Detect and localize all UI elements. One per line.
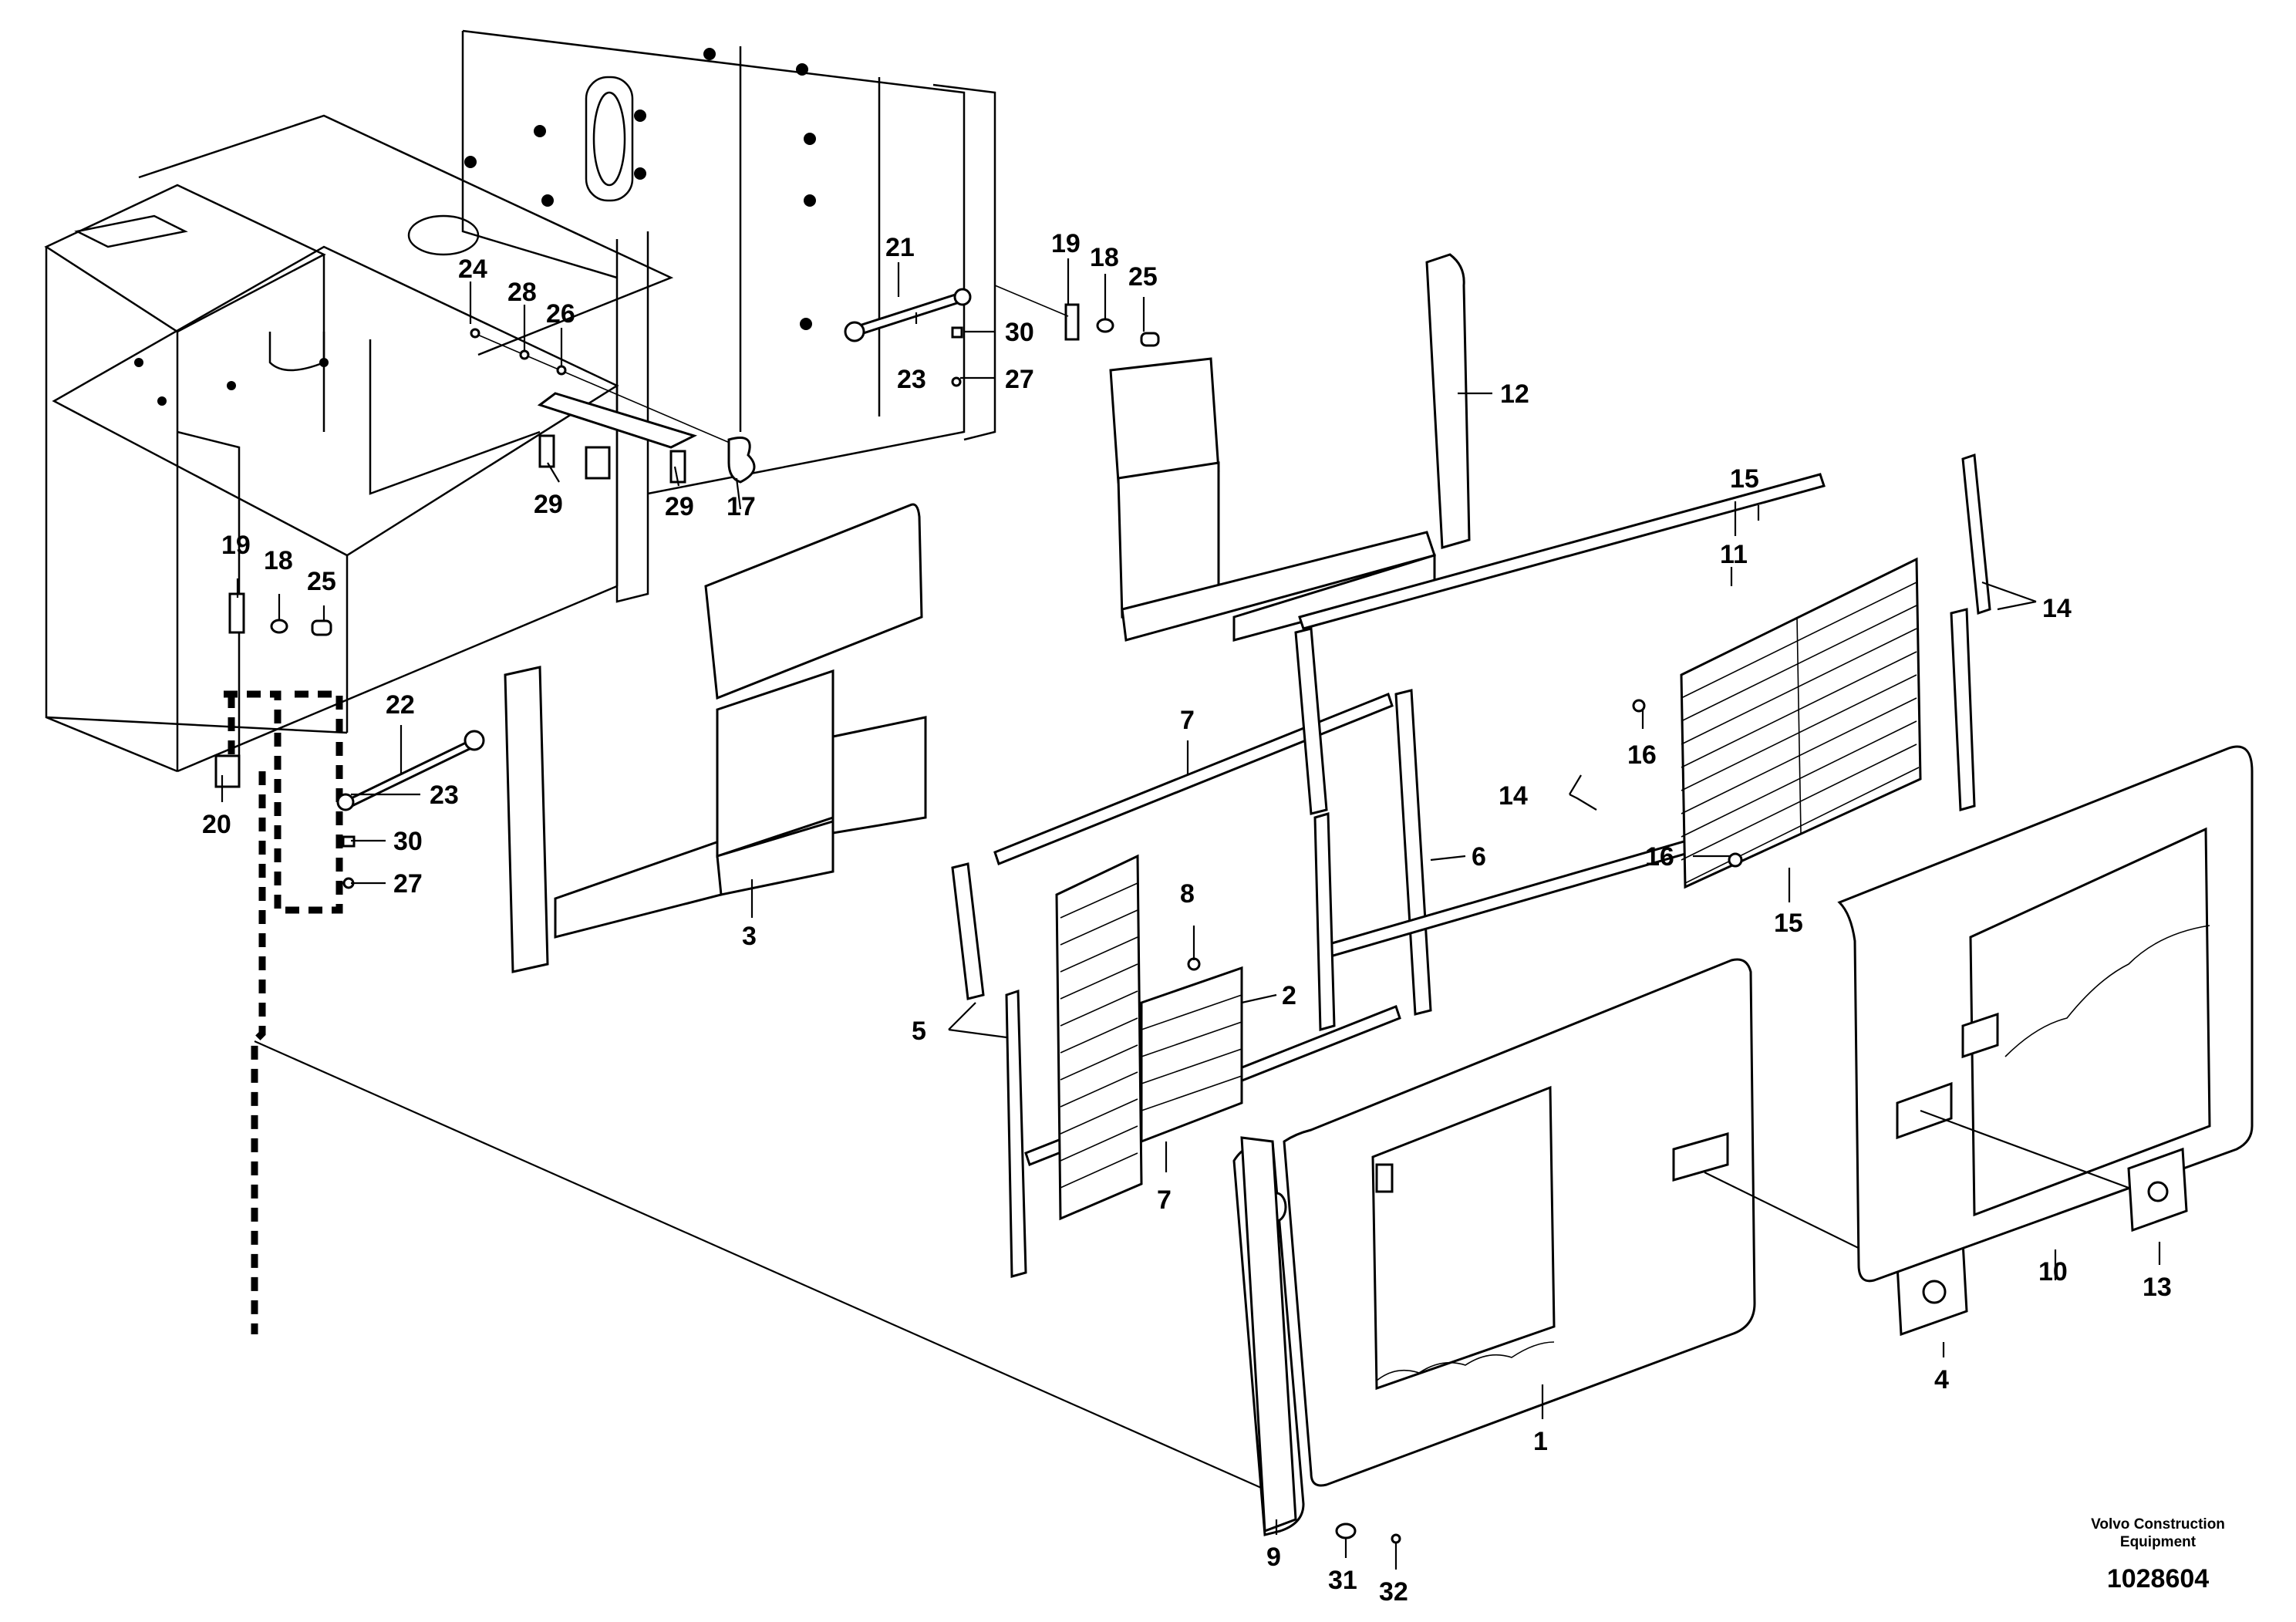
part-12-insulation-panel: [1109, 253, 1471, 642]
hinge-connection-dashed: [224, 690, 343, 1334]
callout-13: 13: [2143, 1273, 2172, 1302]
callout-22: 22: [386, 690, 415, 720]
callout-7b: 7: [1157, 1185, 1172, 1215]
callout-28: 28: [507, 278, 537, 307]
callout-29b: 29: [665, 492, 694, 521]
callout-12: 12: [1500, 379, 1529, 409]
brand-line-1: Volvo Construction: [2091, 1516, 2225, 1533]
callout-labels: 24 28 26 29 29 17 21 30 23 27 19 18 25 1…: [202, 229, 2172, 1607]
callout-19a: 19: [1051, 229, 1081, 258]
callout-5: 5: [912, 1017, 926, 1046]
callout-21: 21: [885, 233, 915, 262]
leader-lines: [221, 258, 2161, 1570]
callout-3: 3: [742, 922, 757, 951]
callout-23a: 23: [897, 365, 926, 394]
callout-16b: 16: [1645, 842, 1674, 872]
hinge-connection-line: [254, 1040, 1281, 1498]
callout-4: 4: [1934, 1365, 1949, 1394]
callout-32: 32: [1379, 1577, 1408, 1607]
part-13-latch: [1920, 1109, 2188, 1233]
brand-line-2: Equipment: [2120, 1534, 2197, 1550]
part-10-side-door: [1837, 745, 2254, 1283]
callout-27a: 27: [1005, 365, 1034, 394]
callout-27b: 27: [393, 869, 423, 899]
machine-frame: [44, 29, 996, 773]
callout-18a: 18: [1090, 243, 1119, 272]
part-3-insulation-panel: [504, 503, 927, 973]
callout-6: 6: [1472, 842, 1486, 872]
callout-30b: 30: [393, 827, 423, 856]
callout-8: 8: [1180, 879, 1195, 909]
left-hinge-fasteners: [214, 592, 332, 788]
prop-rod-upper: [844, 285, 1160, 387]
callout-14a: 14: [1499, 781, 1528, 811]
callout-26: 26: [546, 299, 575, 329]
brand-block: Volvo Construction Equipment 1028604: [2091, 1516, 2225, 1593]
callout-24: 24: [458, 255, 487, 284]
callout-15b: 15: [1774, 909, 1803, 938]
callout-17: 17: [727, 492, 756, 521]
callout-18b: 18: [264, 546, 293, 575]
callout-7a: 7: [1180, 706, 1195, 735]
callout-1: 1: [1533, 1427, 1548, 1456]
prop-rod-lower: [336, 730, 485, 889]
middle-louver-assembly: [951, 689, 1432, 1278]
callout-14b: 14: [2042, 594, 2072, 623]
callout-2: 2: [1282, 981, 1296, 1010]
callout-30a: 30: [1005, 318, 1034, 347]
callout-29a: 29: [534, 490, 563, 519]
part-9-strip: [1240, 1136, 1297, 1533]
right-louver-assembly: [1294, 453, 1991, 1031]
callout-10: 10: [2038, 1257, 2068, 1286]
callout-25a: 25: [1128, 262, 1158, 292]
callout-20: 20: [202, 810, 231, 839]
frame-hinge-parts: [470, 328, 756, 484]
callout-19b: 19: [221, 531, 251, 560]
callout-16a: 16: [1627, 740, 1657, 770]
document-number: 1028604: [2107, 1564, 2209, 1593]
callout-11: 11: [1720, 540, 1748, 569]
callout-15a: 15: [1730, 464, 1759, 494]
callout-31: 31: [1328, 1566, 1357, 1595]
callout-25b: 25: [307, 567, 336, 596]
callout-9: 9: [1266, 1543, 1281, 1572]
callout-23b: 23: [430, 781, 459, 810]
